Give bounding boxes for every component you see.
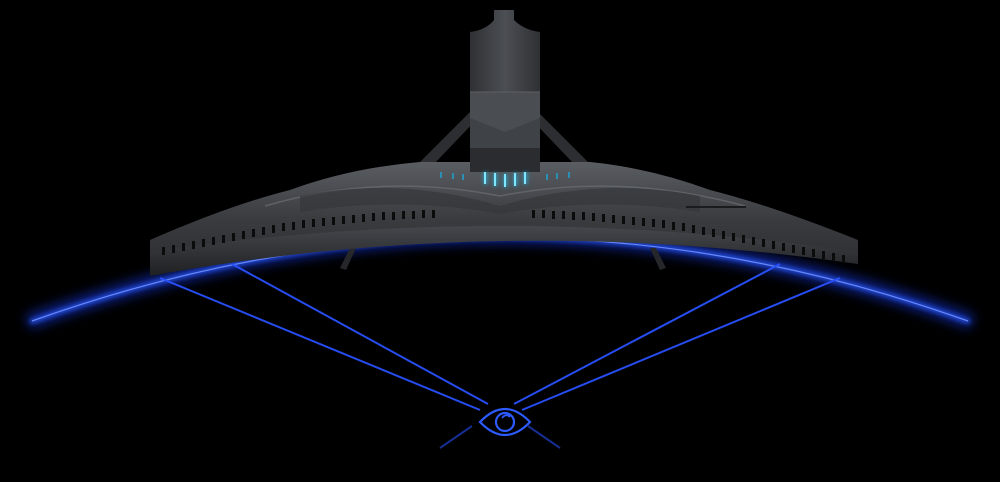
monitor-stand xyxy=(470,10,540,172)
vent-slots xyxy=(162,206,845,263)
rear-led-strip xyxy=(440,172,570,187)
monitor-body xyxy=(150,162,858,276)
eye-icon xyxy=(478,408,532,436)
sight-lines xyxy=(159,263,841,449)
stand-legs xyxy=(340,112,666,270)
